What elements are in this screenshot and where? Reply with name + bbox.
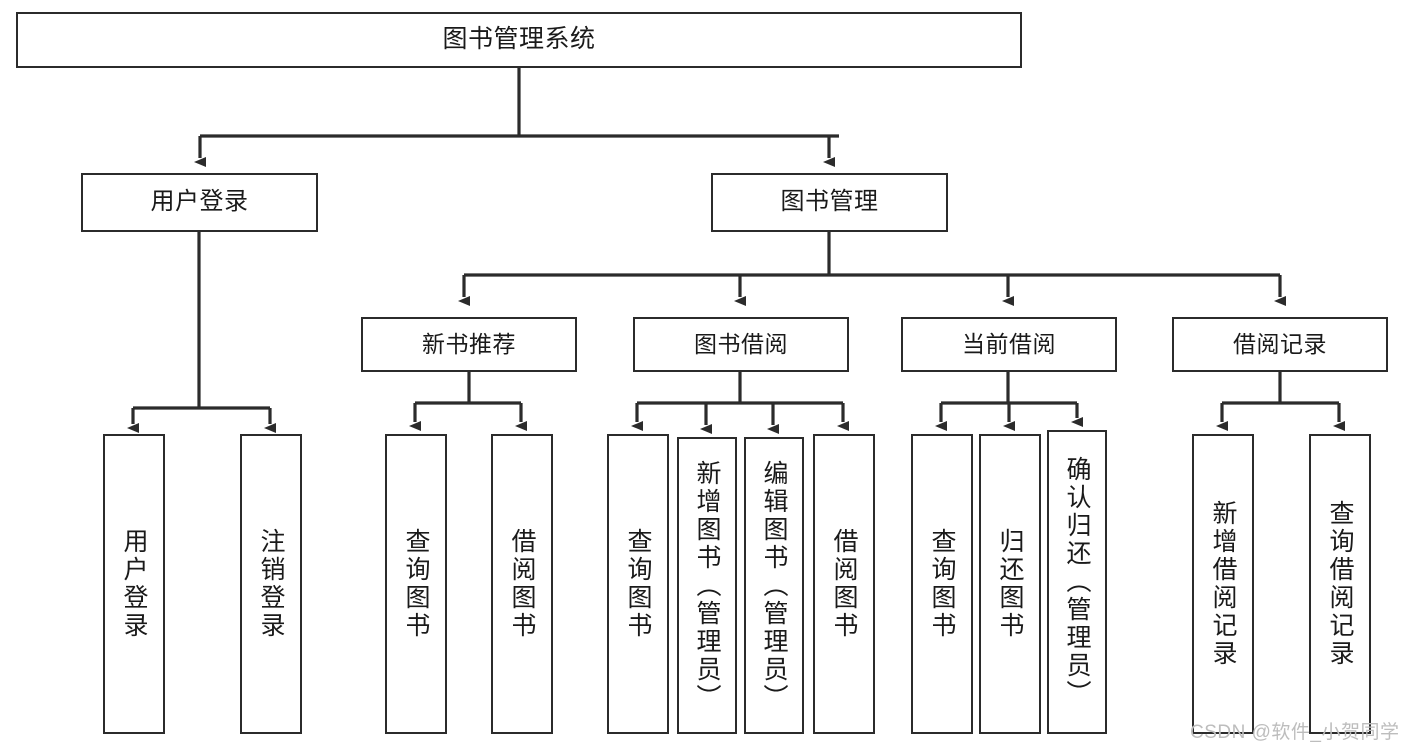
node-label: 确认归还（管理员） bbox=[1063, 456, 1091, 708]
node-label: 查询图书 bbox=[928, 528, 956, 640]
node-label: 查询图书 bbox=[402, 528, 430, 640]
leaf-user-login-logout[interactable]: 注销登录 bbox=[240, 434, 302, 734]
leaf-new-book-borrow-book[interactable]: 借阅图书 bbox=[491, 434, 553, 734]
node-new-book-recommend[interactable]: 新书推荐 bbox=[361, 317, 577, 372]
node-label: 查询借阅记录 bbox=[1326, 500, 1354, 668]
leaf-book-borrow-edit-book-admin[interactable]: 编辑图书（管理员） bbox=[744, 437, 804, 734]
node-borrow-record[interactable]: 借阅记录 bbox=[1172, 317, 1388, 372]
node-label: 借阅图书 bbox=[830, 528, 858, 640]
node-book-management[interactable]: 图书管理 bbox=[711, 173, 948, 232]
node-label: 新增图书（管理员） bbox=[693, 459, 721, 712]
node-label: 归还图书 bbox=[996, 528, 1024, 640]
node-book-borrow[interactable]: 图书借阅 bbox=[633, 317, 849, 372]
node-user-login[interactable]: 用户登录 bbox=[81, 173, 318, 232]
leaf-book-borrow-query-book[interactable]: 查询图书 bbox=[607, 434, 669, 734]
node-label: 用户登录 bbox=[120, 528, 148, 640]
node-label: 新书推荐 bbox=[422, 330, 516, 357]
node-label: 当前借阅 bbox=[962, 330, 1056, 357]
node-label: 图书管理 bbox=[780, 188, 879, 216]
node-label: 借阅记录 bbox=[1233, 330, 1327, 357]
leaf-borrow-record-add-record[interactable]: 新增借阅记录 bbox=[1192, 434, 1254, 734]
leaf-borrow-record-query-record[interactable]: 查询借阅记录 bbox=[1309, 434, 1371, 734]
node-label: 新增借阅记录 bbox=[1209, 500, 1237, 668]
leaf-user-login-login[interactable]: 用户登录 bbox=[103, 434, 165, 734]
node-label: 图书管理系统 bbox=[442, 25, 596, 54]
leaf-new-book-query-book[interactable]: 查询图书 bbox=[385, 434, 447, 734]
node-label: 图书借阅 bbox=[694, 330, 788, 357]
node-label: 查询图书 bbox=[624, 528, 652, 640]
leaf-current-borrow-return-book[interactable]: 归还图书 bbox=[979, 434, 1041, 734]
leaf-book-borrow-add-book-admin[interactable]: 新增图书（管理员） bbox=[677, 437, 737, 734]
leaf-current-borrow-confirm-return-admin[interactable]: 确认归还（管理员） bbox=[1047, 430, 1107, 734]
node-current-borrow[interactable]: 当前借阅 bbox=[901, 317, 1117, 372]
node-label: 借阅图书 bbox=[508, 528, 536, 640]
node-root-book-management-system[interactable]: 图书管理系统 bbox=[16, 12, 1022, 68]
node-label: 编辑图书（管理员） bbox=[760, 459, 788, 712]
leaf-current-borrow-query-book[interactable]: 查询图书 bbox=[911, 434, 973, 734]
node-label: 注销登录 bbox=[257, 528, 285, 640]
leaf-book-borrow-borrow-book[interactable]: 借阅图书 bbox=[813, 434, 875, 734]
node-label: 用户登录 bbox=[150, 188, 249, 216]
